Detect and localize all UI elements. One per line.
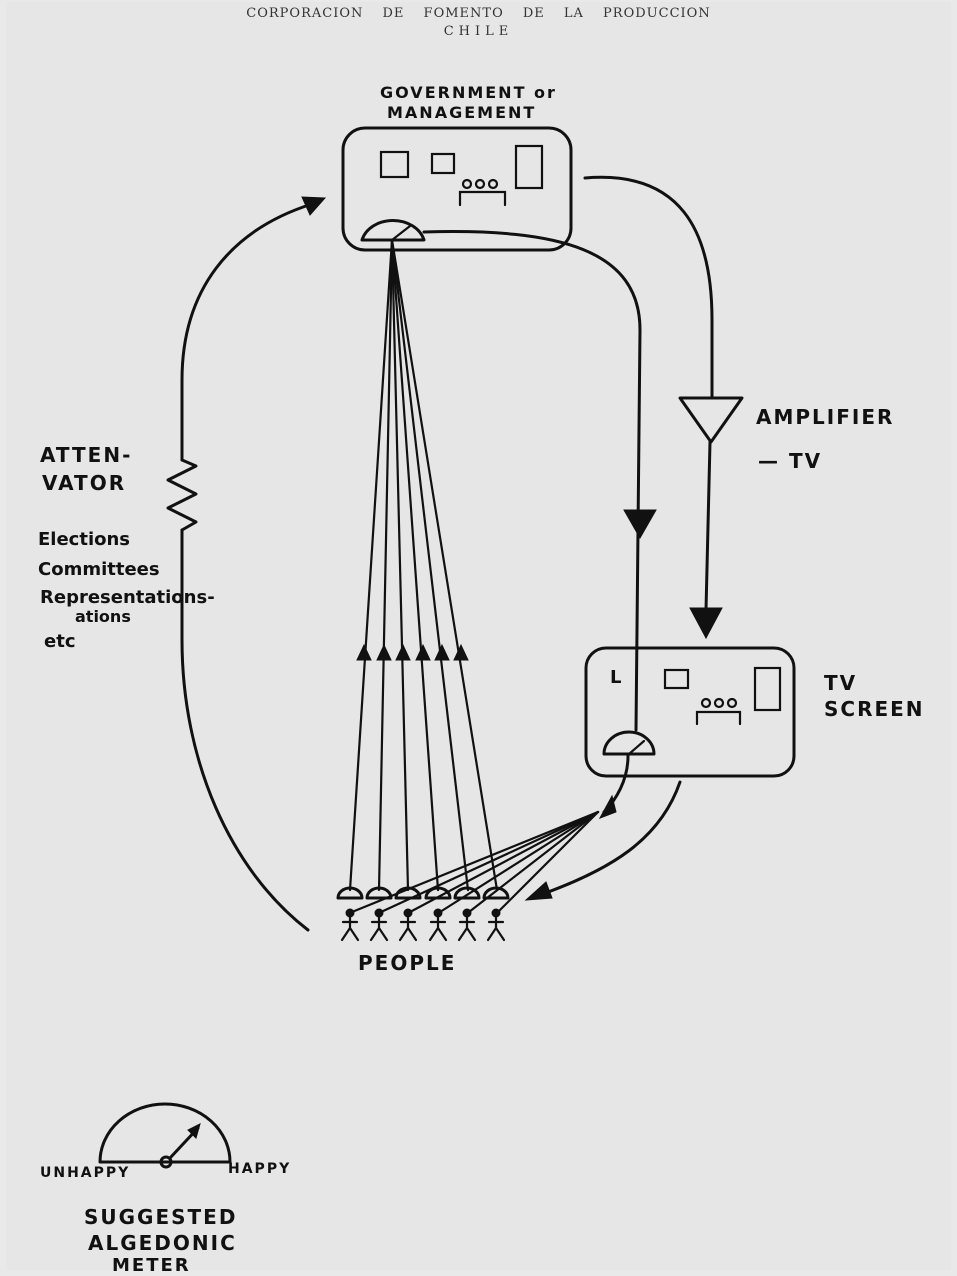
suggested-algedonic-meter (98, 1102, 232, 1169)
needle-arrow (187, 1123, 201, 1139)
tv-screen-box (584, 646, 796, 778)
seated-people-icon (458, 178, 507, 207)
algedonic-meter-icon (360, 218, 426, 242)
letterhead-country: CHILE (443, 24, 514, 39)
arrow-head (524, 881, 553, 901)
amplifier-label: AMPLIFIER (756, 405, 895, 429)
letterhead-title: CORPORACION DE FOMENTO DE LA PRODUCCION (246, 6, 711, 21)
algedonic-meter-icon (602, 730, 656, 756)
person-icon (482, 886, 510, 942)
unhappy-label: UNHAPPY (40, 1165, 131, 1181)
fan-lines-up (348, 238, 499, 892)
suggested-label: SUGGESTED (84, 1205, 238, 1229)
people-figures (336, 886, 510, 942)
arrow-head (395, 643, 411, 661)
arrow-head (689, 607, 723, 640)
fan-lines-tv (350, 810, 600, 914)
attenuator-label-line2: VATOR (42, 471, 127, 495)
attenuator-loop (166, 196, 327, 932)
arrow-head (356, 643, 372, 661)
person-icon (336, 886, 364, 942)
paper-sheet (6, 2, 951, 1270)
screen-icon (514, 144, 544, 190)
committees-label: Committees (38, 559, 160, 580)
representations-label-line2: ations (75, 607, 131, 626)
arrow-head (301, 196, 327, 216)
screen-icon (379, 150, 410, 179)
tv-screen-label-line2: SCREEN (824, 697, 925, 721)
algedonic-label: ALGEDONIC (88, 1231, 237, 1255)
seated-people-icon (695, 697, 742, 726)
tv-screen-label-line1: TV (824, 671, 858, 695)
screen-icon (753, 666, 782, 712)
screen-icon (663, 668, 690, 690)
happy-label: HAPPY (228, 1161, 292, 1177)
etc-label: etc (44, 631, 76, 652)
person-icon (365, 886, 393, 942)
person-icon (394, 886, 422, 942)
arrow-head (415, 643, 431, 661)
arrow-head (376, 643, 392, 661)
tv-to-people (524, 754, 682, 901)
person-icon (453, 886, 481, 942)
people-label: PEOPLE (358, 951, 457, 975)
management-label: MANAGEMENT (387, 103, 537, 122)
arrow-head (453, 643, 469, 661)
amplifier-tv-label: — TV (758, 449, 823, 473)
attenuator-label-line1: ATTEN- (40, 443, 133, 467)
person-icon (424, 886, 452, 942)
meter-label: METER (112, 1255, 191, 1276)
elections-label: Elections (38, 529, 131, 550)
amplifier-triangle (678, 396, 744, 444)
arrow-head (623, 509, 657, 540)
amplifier-path (583, 175, 744, 640)
government-label: GOVERNMENT or (380, 83, 557, 102)
arrow-head (434, 643, 450, 661)
tv-box-letter: L (610, 667, 622, 688)
arrow-head (598, 794, 617, 819)
meter-feedback-line (422, 230, 657, 732)
representations-label-line1: Representations- (40, 587, 215, 608)
screen-icon (430, 152, 456, 175)
government-box (341, 126, 573, 252)
